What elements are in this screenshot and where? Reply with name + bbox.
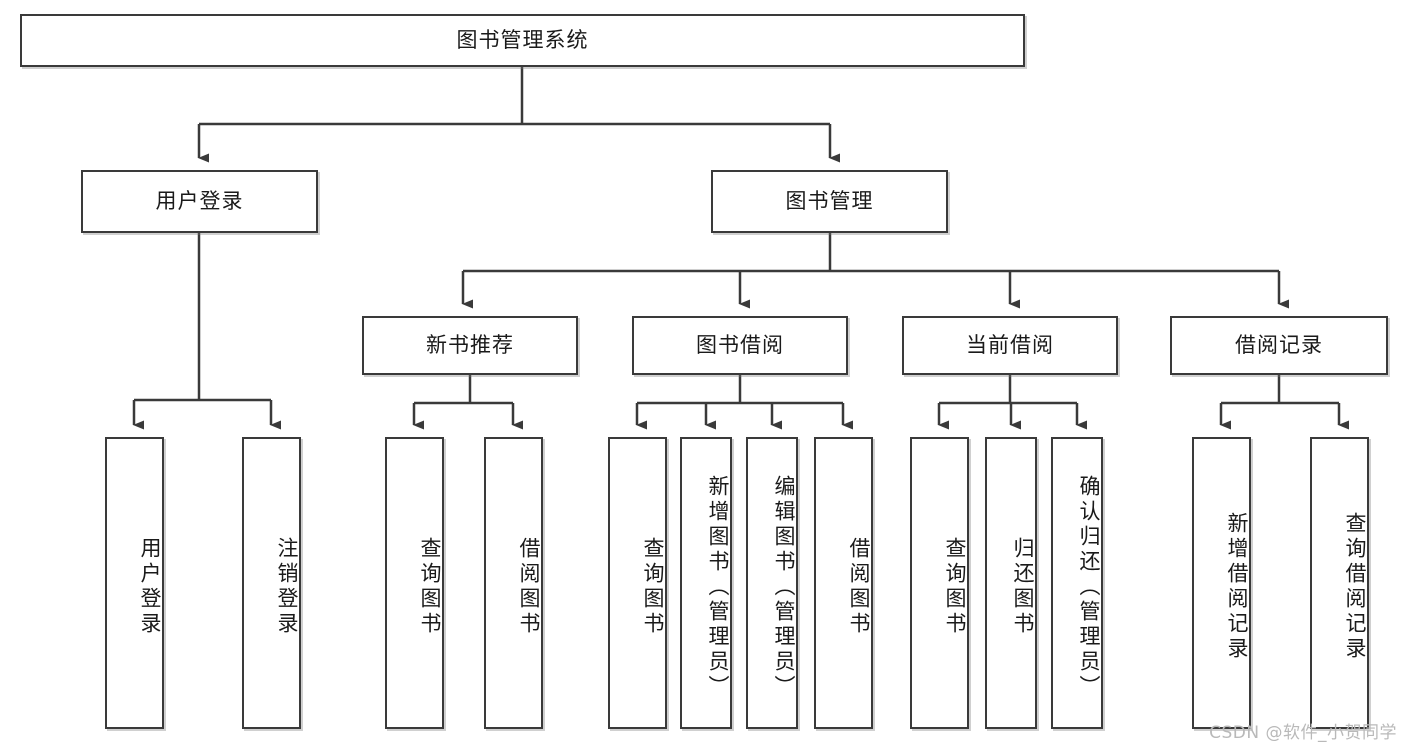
edge-book-manage-to-level3 xyxy=(461,233,1289,309)
node-leaf-borrow-book-2-label: 借阅图书 xyxy=(847,537,871,637)
node-leaf-query-book-2-label: 查询图书 xyxy=(641,537,665,637)
node-book-manage-label: 图书管理 xyxy=(785,189,874,214)
edge-borrow-record-to-leaves xyxy=(1219,375,1349,430)
node-leaf-query-book-2[interactable]: 查询图书 xyxy=(608,437,667,729)
edge-user-login-to-leaves xyxy=(132,233,281,430)
node-leaf-add-record[interactable]: 新增借阅记录 xyxy=(1192,437,1251,729)
node-book-manage[interactable]: 图书管理 xyxy=(711,170,948,233)
edge-book-borrow-to-leaves xyxy=(635,375,853,430)
node-borrow-record[interactable]: 借阅记录 xyxy=(1170,316,1388,375)
node-leaf-edit-book[interactable]: 编辑图书（管理员） xyxy=(746,437,798,729)
node-leaf-query-book-1-label: 查询图书 xyxy=(418,537,442,637)
node-current-borrow[interactable]: 当前借阅 xyxy=(902,316,1118,375)
node-leaf-borrow-book-1[interactable]: 借阅图书 xyxy=(484,437,543,729)
node-root-label: 图书管理系统 xyxy=(456,28,589,53)
node-leaf-query-record-label: 查询借阅记录 xyxy=(1343,512,1367,662)
node-leaf-user-logout-label: 注销登录 xyxy=(275,537,299,637)
node-leaf-query-book-1[interactable]: 查询图书 xyxy=(385,437,444,729)
node-leaf-query-book-3[interactable]: 查询图书 xyxy=(910,437,969,729)
edge-root-to-level2 xyxy=(197,67,840,163)
node-leaf-query-record[interactable]: 查询借阅记录 xyxy=(1310,437,1369,729)
node-root[interactable]: 图书管理系统 xyxy=(20,14,1025,67)
node-leaf-confirm-return-label: 确认归还（管理员） xyxy=(1077,474,1101,700)
node-borrow-record-label: 借阅记录 xyxy=(1235,333,1323,358)
node-leaf-user-login[interactable]: 用户登录 xyxy=(105,437,164,729)
node-leaf-return-book[interactable]: 归还图书 xyxy=(985,437,1037,729)
node-new-book-recommend-label: 新书推荐 xyxy=(426,333,514,358)
node-leaf-borrow-book-2[interactable]: 借阅图书 xyxy=(814,437,873,729)
node-leaf-add-book[interactable]: 新增图书（管理员） xyxy=(680,437,732,729)
node-current-borrow-label: 当前借阅 xyxy=(966,333,1054,358)
node-leaf-user-login-label: 用户登录 xyxy=(138,537,162,637)
node-user-login-label: 用户登录 xyxy=(155,189,244,214)
edge-current-borrow-to-leaves xyxy=(937,375,1087,430)
node-new-book-recommend[interactable]: 新书推荐 xyxy=(362,316,578,375)
node-book-borrow-label: 图书借阅 xyxy=(696,333,784,358)
node-leaf-user-logout[interactable]: 注销登录 xyxy=(242,437,301,729)
node-book-borrow[interactable]: 图书借阅 xyxy=(632,316,848,375)
node-leaf-return-book-label: 归还图书 xyxy=(1011,537,1035,637)
node-leaf-add-book-label: 新增图书（管理员） xyxy=(706,474,730,700)
node-user-login[interactable]: 用户登录 xyxy=(81,170,318,233)
node-leaf-add-record-label: 新增借阅记录 xyxy=(1225,512,1249,662)
node-leaf-confirm-return[interactable]: 确认归还（管理员） xyxy=(1051,437,1103,729)
node-leaf-query-book-3-label: 查询图书 xyxy=(943,537,967,637)
edge-new-book-recommend-to-leaves xyxy=(412,375,523,430)
node-leaf-borrow-book-1-label: 借阅图书 xyxy=(517,537,541,637)
node-leaf-edit-book-label: 编辑图书（管理员） xyxy=(772,474,796,700)
